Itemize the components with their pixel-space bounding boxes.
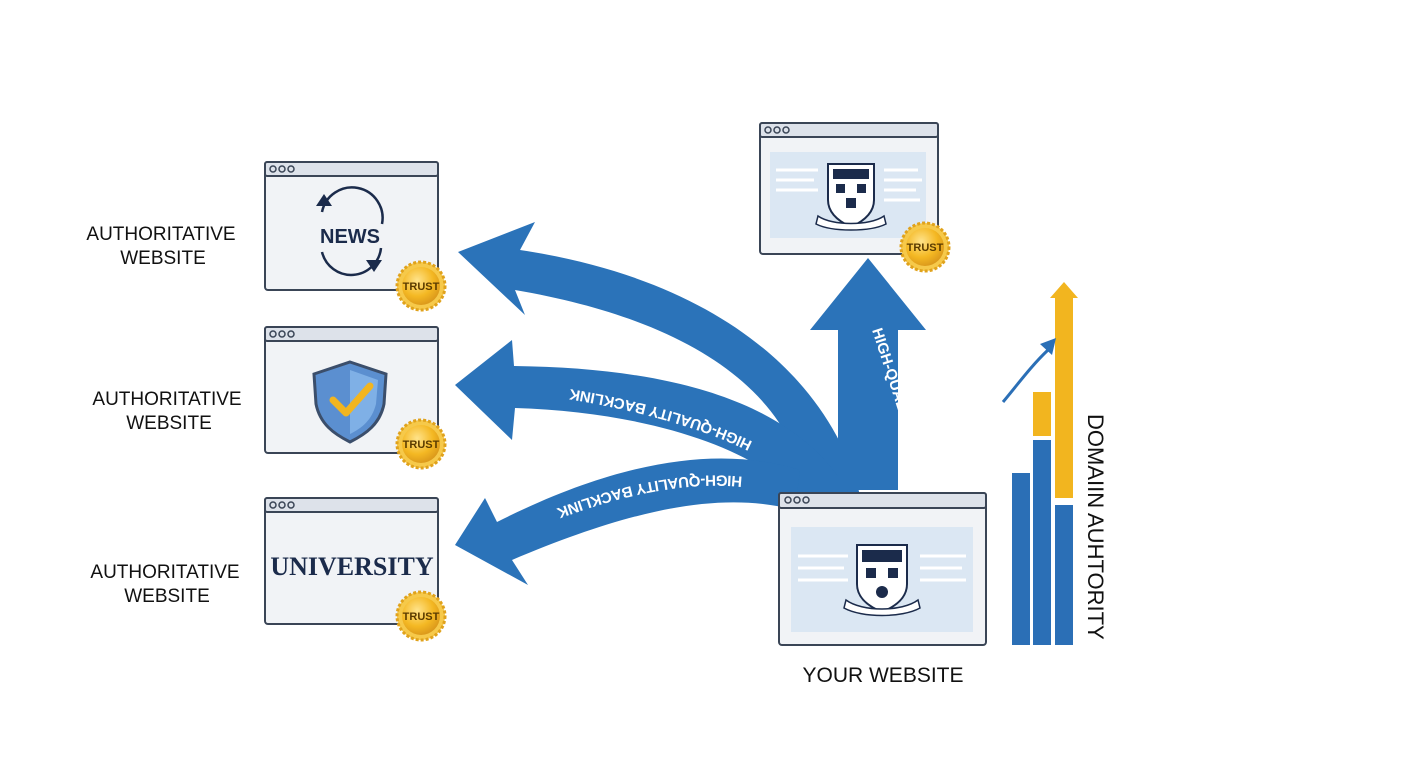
your-website-window — [778, 492, 987, 646]
university-crest-icon — [843, 544, 921, 617]
trust-seal: TRUST — [395, 260, 447, 312]
authority-up-arrow — [1050, 282, 1078, 298]
text-lines — [798, 554, 966, 582]
trust-seal: TRUST — [899, 221, 951, 273]
authority-bar-3 — [1055, 505, 1073, 645]
trust-seal: TRUST — [395, 418, 447, 470]
source-label-2-line2: WEBSITE — [126, 413, 212, 434]
svg-text:TRUST: TRUST — [403, 439, 440, 451]
source-label-2-line1: AUTHORITATIVE — [92, 389, 241, 410]
svg-text:TRUST: TRUST — [403, 281, 440, 293]
authority-bar-2 — [1033, 440, 1051, 645]
news-label: NEWS — [320, 226, 380, 248]
university-crest-icon — [815, 163, 887, 231]
source-window-shield: TRUST — [264, 326, 447, 470]
authority-bar-2-top — [1033, 392, 1051, 436]
domain-authority-label: DOMAIIN AUHTORITY — [1083, 414, 1108, 640]
top-authoritative-window: TRUST — [759, 122, 951, 273]
source-label-1-line2: WEBSITE — [120, 248, 206, 269]
backlink-arrow-3: HIGH-QUALITY BACKLINK — [455, 458, 800, 585]
source-label-3-line1: AUTHORITATIVE — [90, 562, 239, 583]
source-label-1-line1: AUTHORITATIVE — [86, 224, 235, 245]
domain-authority-bars — [1001, 282, 1078, 645]
source-label-3-line2: WEBSITE — [124, 586, 210, 607]
news-cycle-icon: NEWS — [316, 186, 384, 277]
svg-text:TRUST: TRUST — [403, 611, 440, 623]
text-lines — [776, 168, 922, 202]
backlink-arrow-4: HIGH-QUALILINK — [810, 258, 926, 490]
source-window-university: UNIVERSITY TRUST — [264, 497, 447, 642]
your-website-label: YOUR WEBSITE — [802, 664, 963, 687]
trend-up-arrow-icon — [1001, 338, 1056, 403]
authority-bar-1 — [1012, 473, 1030, 645]
svg-text:TRUST: TRUST — [907, 242, 944, 254]
university-label: UNIVERSITY — [270, 552, 433, 581]
source-window-news: NEWS TRUST — [264, 161, 447, 312]
trust-seal: TRUST — [395, 590, 447, 642]
authority-bar-3-top — [1055, 298, 1073, 498]
shield-check-icon — [312, 360, 388, 444]
